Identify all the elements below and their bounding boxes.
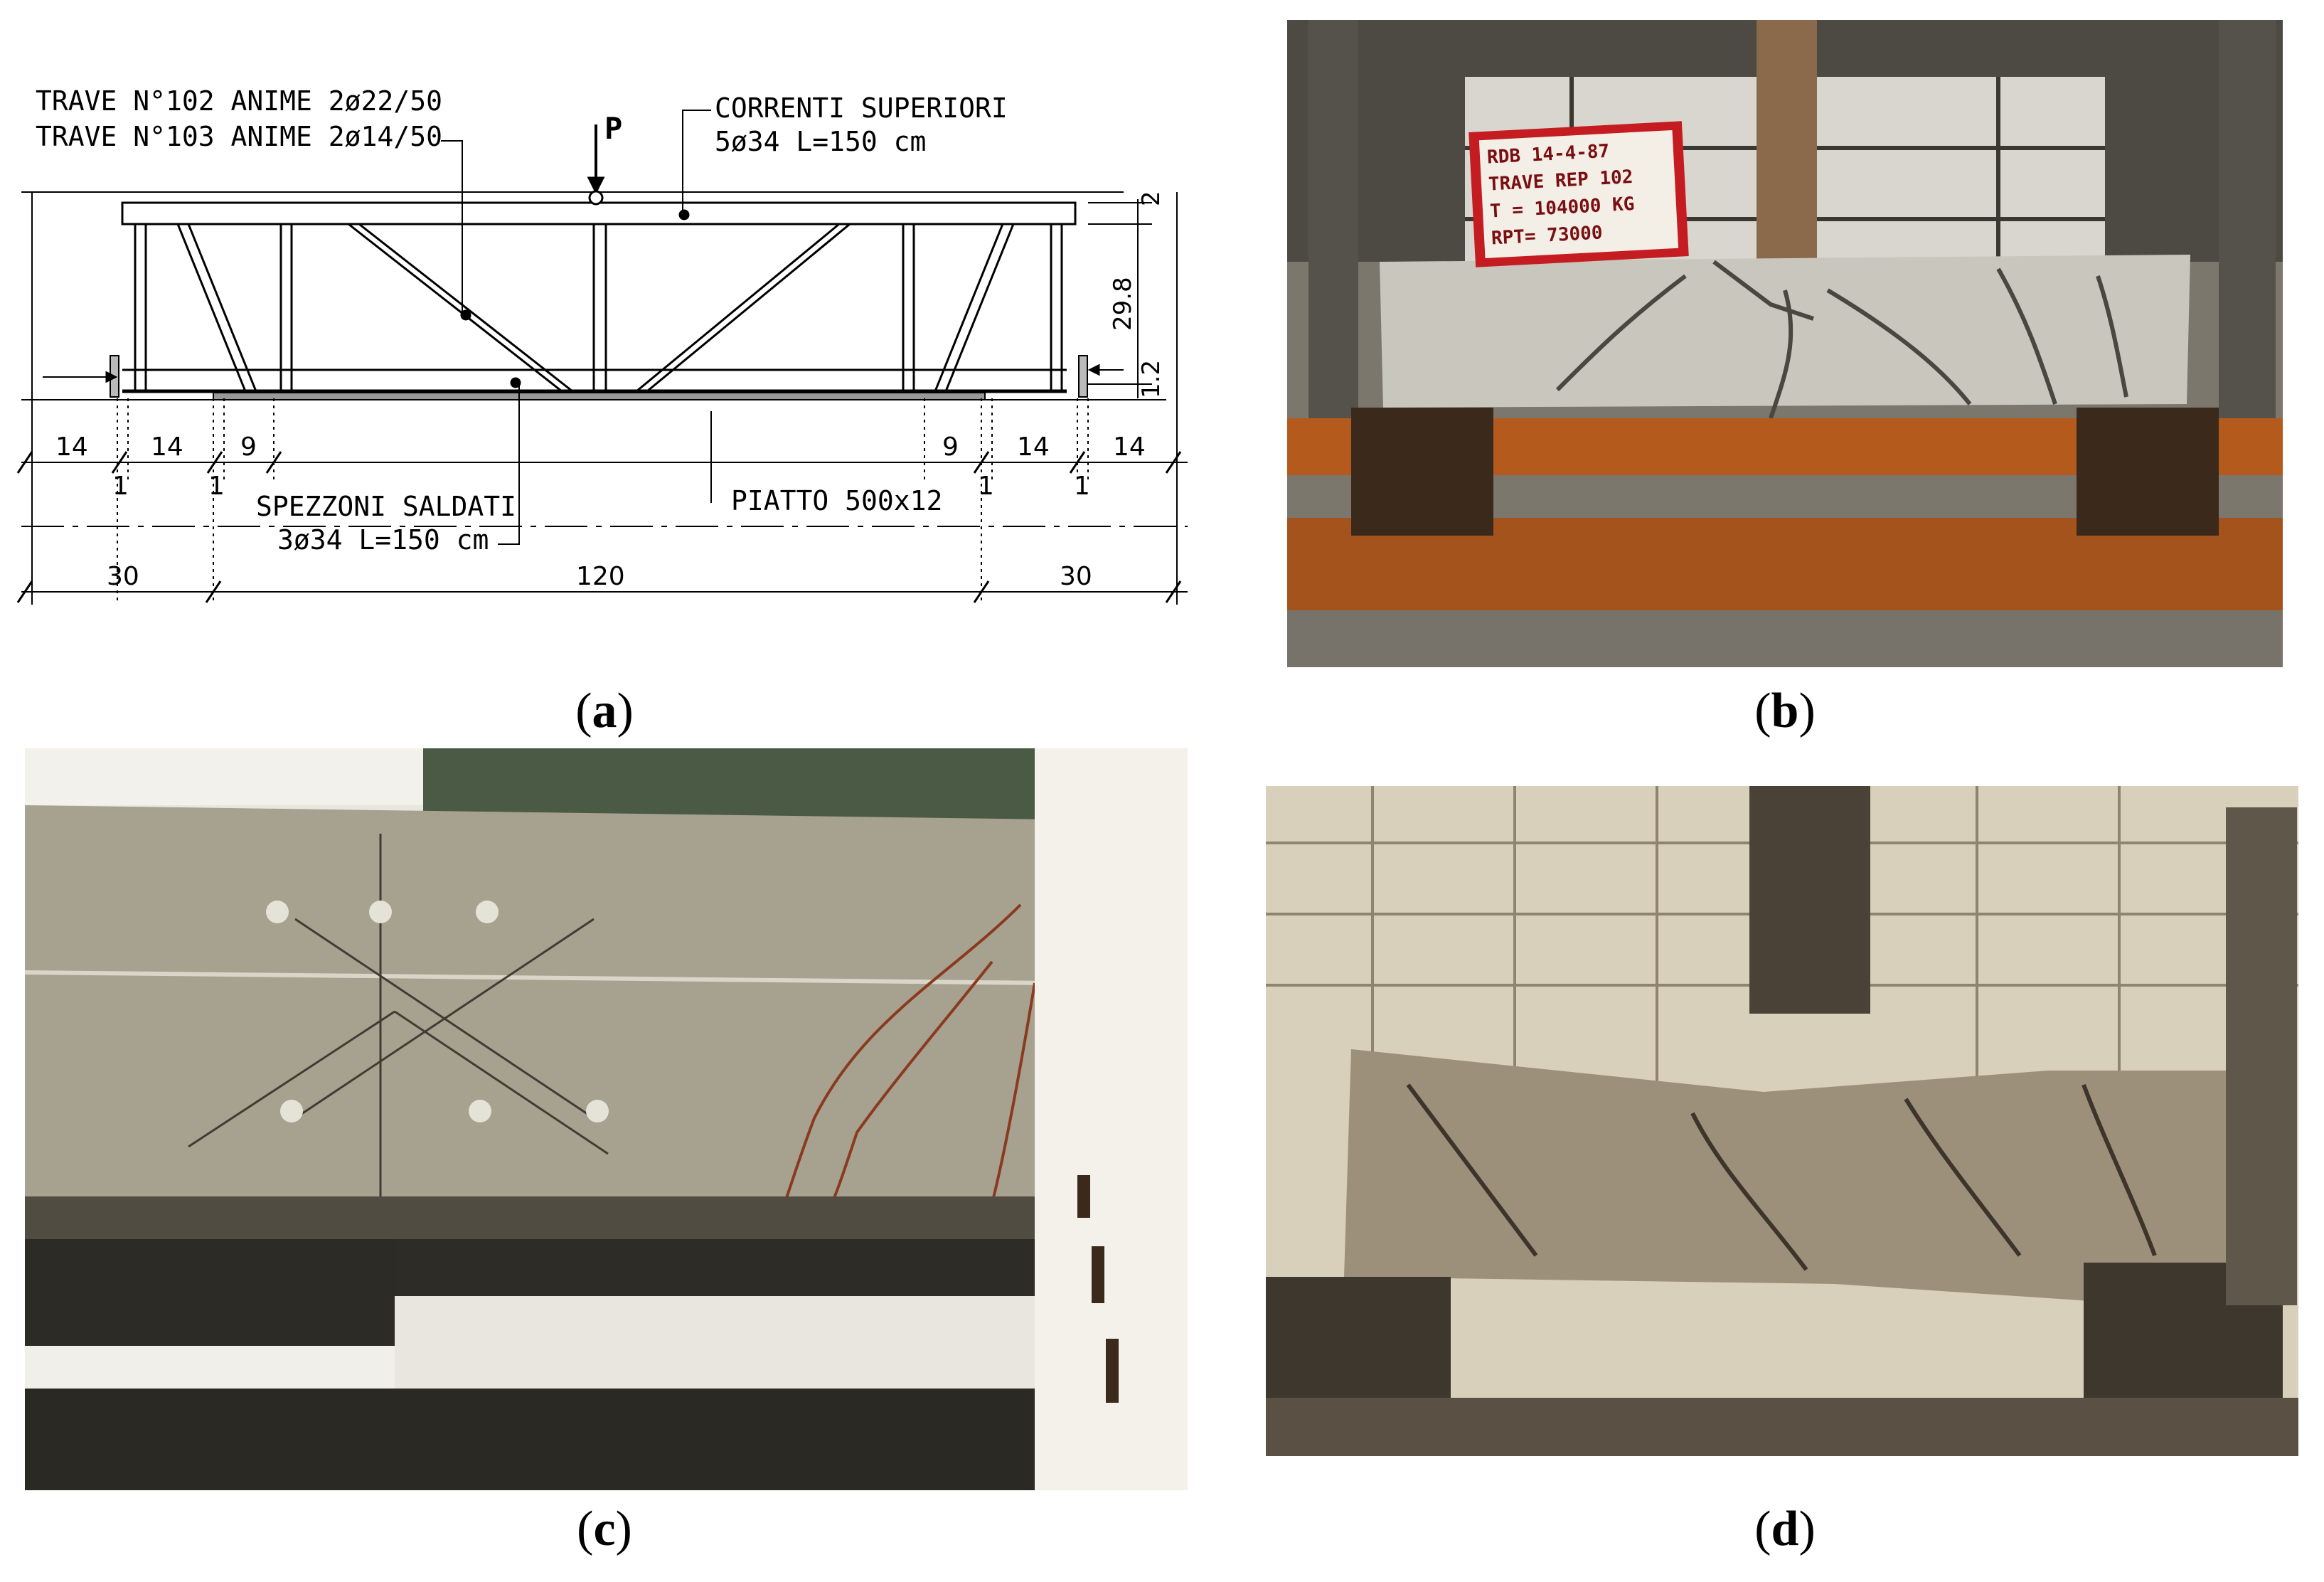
dim-row1-3: 9 — [240, 432, 257, 462]
dim-row2-4: 1 — [1074, 472, 1090, 501]
failed-beam-photo — [1266, 786, 2298, 1456]
note-web-103: TRAVE N°103 ANIME 2ø14/50 — [36, 121, 442, 152]
caption-b: (b) — [1754, 684, 1816, 738]
top-bars-title: CORRENTI SUPERIORI — [715, 92, 1008, 124]
beam-closeup-photo — [25, 748, 1188, 1490]
panel-b-photo: RDB 14-4-87 TRAVE REP 102 T = 104000 KG … — [1287, 20, 2283, 667]
dim-row1-6: 14 — [1113, 432, 1146, 462]
test-rig-photo — [1287, 20, 2283, 667]
dim-row1-1: 14 — [55, 432, 88, 462]
height-mid: 29.8 — [1109, 277, 1137, 331]
dim-row2-1: 1 — [112, 472, 129, 501]
plate-label: PIATTO 500x12 — [731, 485, 942, 516]
dim-row1-5: 14 — [1017, 432, 1050, 462]
panel-c-photo — [25, 748, 1188, 1490]
beam-drawing: TRAVE N°102 ANIME 2ø22/50 TRAVE N°103 AN… — [16, 85, 1188, 605]
dim-row2-3: 1 — [978, 472, 994, 501]
dim-row3-1: 30 — [107, 562, 139, 591]
panel-a-drawing: TRAVE N°102 ANIME 2ø22/50 TRAVE N°103 AN… — [0, 0, 1209, 640]
caption-c-label: c — [593, 1502, 616, 1556]
top-bars-spec: 5ø34 L=150 cm — [715, 126, 926, 157]
dim-row1-4: 9 — [942, 432, 959, 462]
dim-row1-2: 14 — [151, 432, 183, 462]
caption-d-label: d — [1771, 1502, 1799, 1556]
dim-row3-3: 30 — [1060, 562, 1092, 591]
welded-spec: 3ø34 L=150 cm — [277, 524, 489, 556]
top-flange — [121, 201, 1077, 225]
note-web-102: TRAVE N°102 ANIME 2ø22/50 — [36, 85, 442, 117]
load-label: P — [604, 111, 622, 146]
caption-b-label: b — [1771, 684, 1799, 738]
caption-a-label: a — [592, 684, 617, 738]
caption-a: (a) — [575, 684, 634, 738]
height-bottom: 1.2 — [1137, 360, 1166, 398]
caption-c: (c) — [577, 1502, 632, 1556]
height-top: 2 — [1137, 191, 1166, 206]
welded-title: SPEZZONI SALDATI — [256, 491, 516, 522]
caption-d: (d) — [1754, 1502, 1816, 1556]
dim-row3-2: 120 — [576, 562, 625, 591]
dim-row2-2: 1 — [208, 472, 225, 501]
test-sign: RDB 14-4-87 TRAVE REP 102 T = 104000 KG … — [1469, 121, 1689, 267]
panel-d-photo — [1266, 786, 2298, 1456]
